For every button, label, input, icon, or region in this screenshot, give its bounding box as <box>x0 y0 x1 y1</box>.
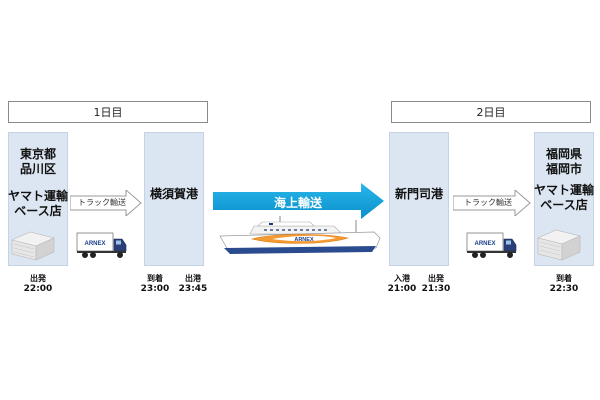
fukuoka-line-1: 福岡県 <box>545 147 582 161</box>
time-tokyo-depart-label: 出発 <box>30 274 46 283</box>
time-shinmoji-arrive: 入港 21:00 <box>384 273 420 295</box>
day1-label: 1日目 <box>93 106 123 119</box>
time-shinmoji-depart-value: 21:30 <box>421 284 451 294</box>
time-tokyo-depart-value: 22:00 <box>23 284 53 294</box>
time-yokosuka-depart: 出港 23:45 <box>175 273 211 295</box>
truck-route-label-1: トラック輸送 <box>78 198 126 207</box>
node-shinmoji: 新門司港 <box>389 132 449 266</box>
time-tokyo-depart: 出発 22:00 <box>18 273 58 295</box>
time-shinmoji-depart-label: 出発 <box>428 274 444 283</box>
day2-bar: 2日目 <box>391 101 591 123</box>
truck-route-arrow-2 <box>453 190 531 216</box>
yokosuka-label: 横須賀港 <box>149 186 198 201</box>
ferry-ship-icon: ARNEX <box>219 216 381 254</box>
shinmoji-label: 新門司港 <box>394 186 443 201</box>
node-yokosuka: 横須賀港 <box>144 132 204 266</box>
fukuoka-line-2: 福岡市 <box>545 162 582 176</box>
time-shinmoji-arrive-label: 入港 <box>394 274 410 283</box>
truck-icon-1: ARNEX <box>76 232 127 258</box>
ship-logo: ARNEX <box>294 237 314 243</box>
time-yokosuka-arrive: 到着 23:00 <box>137 273 173 295</box>
time-fukuoka-arrive-value: 22:30 <box>549 284 579 294</box>
day1-bar: 1日目 <box>8 101 208 123</box>
tokyo-line-5: ベース店 <box>14 204 62 218</box>
time-yokosuka-depart-value: 23:45 <box>178 284 208 294</box>
truck-2-logo: ARNEX <box>474 241 495 247</box>
time-yokosuka-arrive-value: 23:00 <box>140 284 170 294</box>
time-yokosuka-depart-label: 出港 <box>185 274 201 283</box>
fukuoka-line-4: ベース店 <box>540 198 588 212</box>
truck-icon-2: ARNEX <box>466 232 517 258</box>
time-shinmoji-depart: 出発 21:30 <box>418 273 454 295</box>
warehouse-icon-fukuoka <box>537 229 581 261</box>
time-fukuoka-arrive: 到着 22:30 <box>544 273 584 295</box>
time-shinmoji-arrive-value: 21:00 <box>387 284 417 294</box>
sea-route-label: 海上輸送 <box>274 196 323 210</box>
truck-route-arrow-1 <box>70 190 142 216</box>
warehouse-icon-tokyo <box>11 231 55 261</box>
tokyo-line-1: 東京都 <box>19 147 56 161</box>
tokyo-line-2: 品川区 <box>19 162 56 176</box>
fukuoka-line-3: ヤマト運輸 <box>534 183 595 197</box>
truck-route-label-2: トラック輸送 <box>464 198 512 207</box>
day2-label: 2日目 <box>476 106 506 119</box>
time-fukuoka-arrive-label: 到着 <box>556 274 572 283</box>
time-yokosuka-arrive-label: 到着 <box>147 274 163 283</box>
tokyo-line-4: ヤマト運輸 <box>8 189 69 203</box>
truck-1-logo: ARNEX <box>84 241 105 247</box>
sea-route-arrow <box>213 183 384 219</box>
